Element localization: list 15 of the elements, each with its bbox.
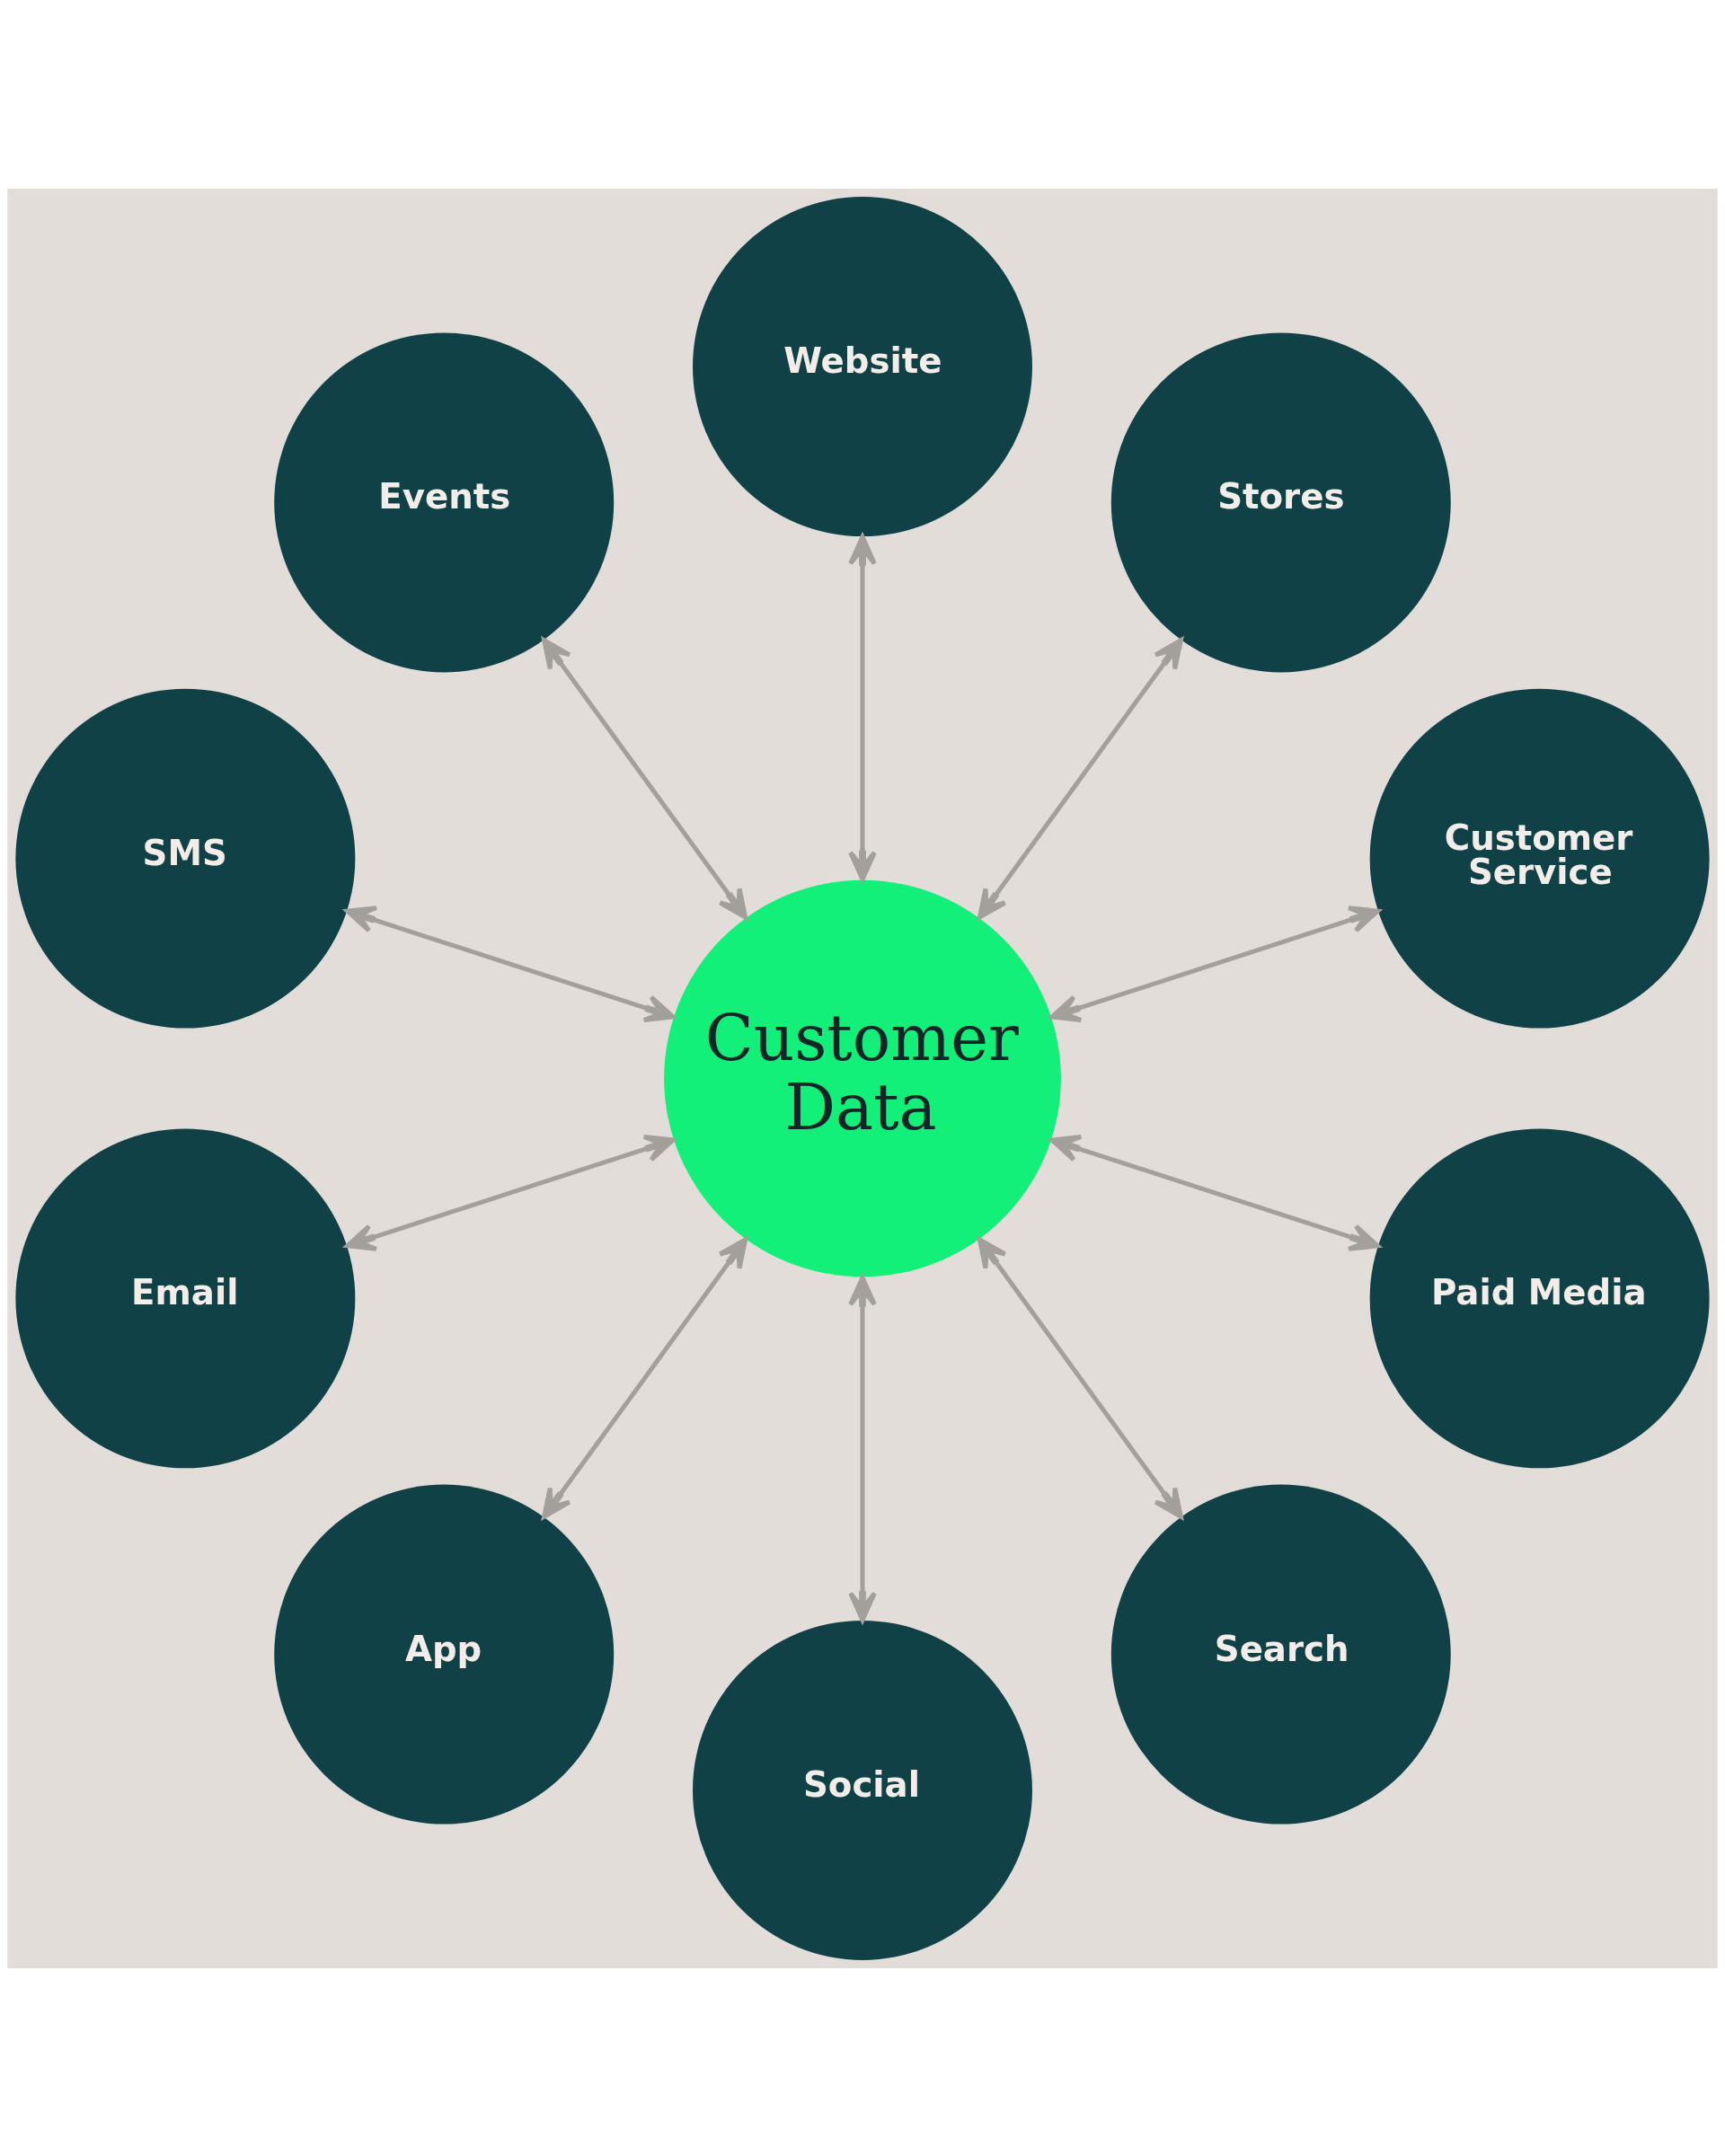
- arrow: [542, 1236, 748, 1519]
- arrow: [1049, 1134, 1380, 1251]
- node-circle: Customer Data: [664, 879, 1061, 1277]
- node-circle: Paid Media: [1369, 1127, 1710, 1468]
- arrow: [977, 637, 1183, 920]
- node-circle: Customer Service: [1369, 688, 1710, 1029]
- arrow: [345, 905, 676, 1022]
- arrow: [345, 1134, 676, 1251]
- node-circle: SMS: [15, 688, 356, 1029]
- node-circle: Email: [15, 1127, 356, 1468]
- node-circle: Website: [693, 196, 1032, 536]
- arrow: [977, 1236, 1183, 1519]
- node-circle: Social: [693, 1620, 1032, 1960]
- arrow: [1049, 905, 1380, 1022]
- arrow: [542, 637, 748, 920]
